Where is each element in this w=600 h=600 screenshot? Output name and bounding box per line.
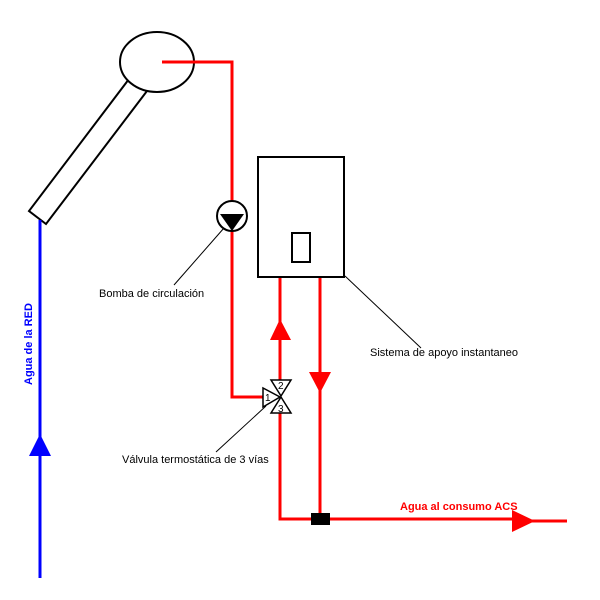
collector-outlet-pipe [162, 60, 263, 399]
solar-collector [27, 31, 195, 226]
heater-label: Sistema de apoyo instantaneo [370, 347, 518, 359]
leader-lines [173, 227, 422, 453]
valve-bypass-pipe [278, 412, 516, 521]
support-heater [257, 156, 345, 278]
three-way-valve [262, 379, 293, 414]
valve-port-3: 3 [278, 404, 284, 415]
valve-left-triangle [262, 386, 282, 409]
network-water-pipe [29, 220, 51, 578]
consumption-flow-arrow [512, 510, 535, 532]
network-label: Agua de la RED [23, 303, 35, 385]
junction-block [311, 513, 330, 525]
valve-label: Válvula termostática de 3 vías [122, 454, 269, 466]
heater-leader [344, 275, 422, 349]
valve-port-2: 2 [278, 381, 284, 392]
heater-inlet-flow-arrow [270, 319, 291, 340]
hot-water-pipes [162, 60, 567, 523]
network-flow-arrow [29, 434, 51, 456]
consumption-label: Agua al consumo ACS [400, 501, 518, 513]
valve-top-triangle [269, 379, 293, 398]
heater-window [291, 232, 311, 263]
collector-panel [27, 77, 149, 226]
pump-label: Bomba de circulación [99, 288, 204, 300]
circulation-pump [216, 200, 248, 232]
valve-bottom-triangle [269, 395, 293, 414]
valve-leader [215, 405, 267, 453]
valve-port-1: 1 [265, 393, 271, 404]
pump-leader [173, 227, 225, 286]
pump-icon [220, 214, 244, 231]
heater-outlet-flow-arrow [309, 372, 331, 393]
